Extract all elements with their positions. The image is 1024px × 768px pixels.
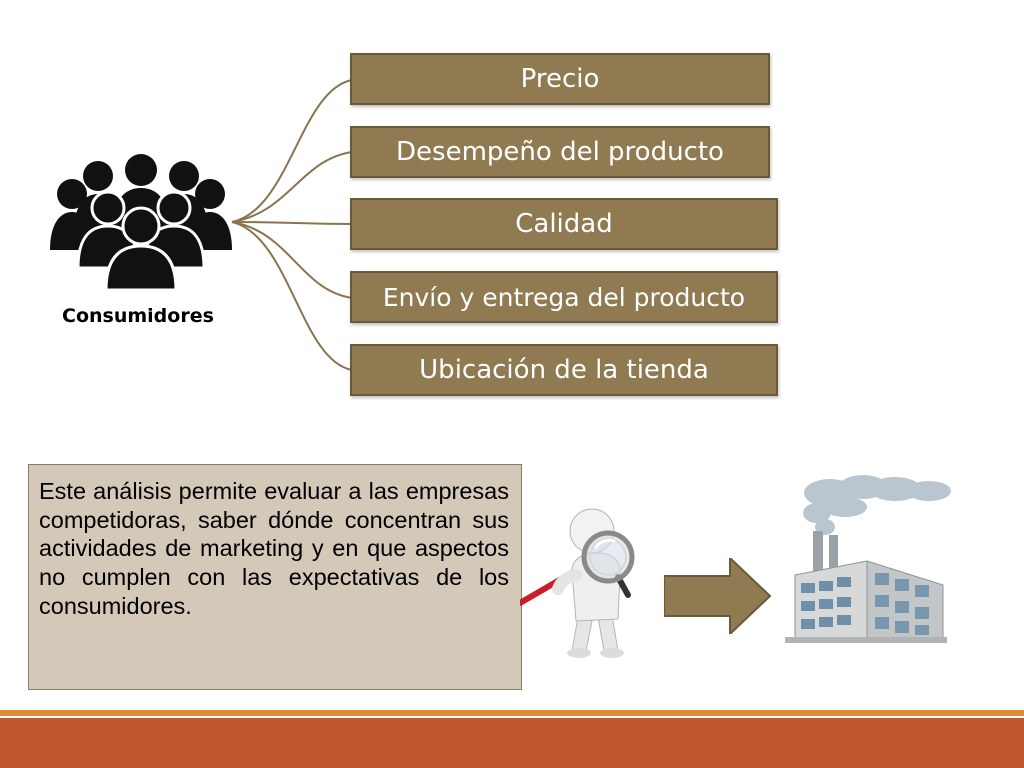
factor-box-precio: Precio [350,53,770,105]
factor-box-ubicacion: Ubicación de la tienda [350,344,778,396]
factor-box-desempeno: Desempeño del producto [350,126,770,178]
connector-precio [231,79,353,223]
factor-box-calidad: Calidad [350,198,778,250]
people-group-icon [50,154,232,290]
consumers-label: Consumidores [62,305,214,327]
connector-desempeno [231,151,353,223]
magnifier-figure-icon [520,508,635,658]
footer-accent-line [0,710,1024,716]
connector-envio [231,221,353,299]
connector-ubicacion [231,221,353,371]
factor-box-envio: Envío y entrega del producto [350,271,778,323]
connector-calidad [231,221,353,225]
arrow-right-icon [664,558,772,634]
factory-icon [785,475,951,643]
analysis-text-box: Este análisis permite evaluar a las empr… [28,464,522,690]
footer-band [0,718,1024,768]
